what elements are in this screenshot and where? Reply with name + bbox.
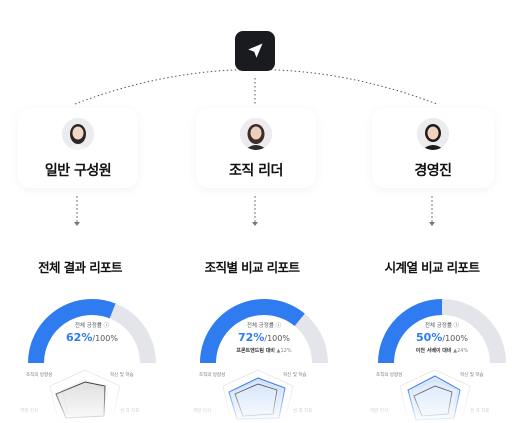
role-card-leader: 조직 리더 <box>196 108 316 188</box>
gauge-fill <box>378 299 443 364</box>
info-icon: ⓘ <box>453 323 460 329</box>
bottom-fade <box>0 385 512 423</box>
radar-label: 조직의 방향성 <box>376 373 403 378</box>
compare-note: 프론트엔드팀 대비 <box>236 348 275 354</box>
info-icon: ⓘ <box>103 323 110 329</box>
send-app-icon <box>235 31 275 71</box>
gauge-label: 전체 긍정률 <box>74 323 102 329</box>
gauge-fill <box>200 299 305 364</box>
avatar <box>417 118 449 150</box>
gauge-arc <box>28 299 156 364</box>
gauge-total: /100% <box>442 334 468 343</box>
gauge-value: 72% <box>238 331 265 344</box>
gauge-timeseries: 전체 긍정률 ⓘ 50%/100% 이전 서베이 대비 ▲24% <box>372 291 512 371</box>
gauge-total: /100% <box>92 334 118 343</box>
role-card-executive: 경영진 <box>372 108 494 188</box>
report-title-timeseries: 시계열 비교 리포트 <box>384 260 480 275</box>
radar-label: 혁신 및 학습 <box>283 373 307 378</box>
role-name: 일반 구성원 <box>44 163 112 179</box>
role-name: 경영진 <box>414 163 452 179</box>
gauge-fill <box>28 299 116 364</box>
avatar <box>240 118 272 150</box>
avatar <box>62 118 94 150</box>
gauge-overall: 전체 긍정률 ⓘ 62%/100% <box>22 291 162 371</box>
report-title-org-compare: 조직별 비교 리포트 <box>204 260 300 275</box>
radar-label: 조직의 방향성 <box>26 373 53 378</box>
gauge-value: 62% <box>66 331 93 344</box>
compare-delta: ▲12% <box>276 348 292 354</box>
gauge-arc <box>200 299 328 364</box>
radar-label: 혁신 및 학습 <box>460 373 484 378</box>
gauge-org-compare: 전체 긍정률 ⓘ 72%/100% 프론트엔드팀 대비 ▲12% <box>194 291 334 371</box>
radar-label: 조직의 방향성 <box>199 373 226 378</box>
gauge-value: 50% <box>416 331 443 344</box>
paper-plane-icon <box>248 43 263 58</box>
gauge-label: 전체 긍정률 <box>246 323 274 329</box>
role-card-member: 일반 구성원 <box>18 108 138 188</box>
report-title-overall: 전체 결과 리포트 <box>38 260 122 275</box>
gauge-label: 전체 긍정률 <box>424 323 452 329</box>
compare-delta: ▲24% <box>453 348 469 354</box>
gauge-arc <box>378 299 506 364</box>
compare-note: 이전 서베이 대비 <box>415 348 452 354</box>
gauge-total: /100% <box>264 334 290 343</box>
radar-label: 혁신 및 학습 <box>110 373 134 378</box>
role-name: 조직 리더 <box>229 163 283 179</box>
info-icon: ⓘ <box>275 323 282 329</box>
